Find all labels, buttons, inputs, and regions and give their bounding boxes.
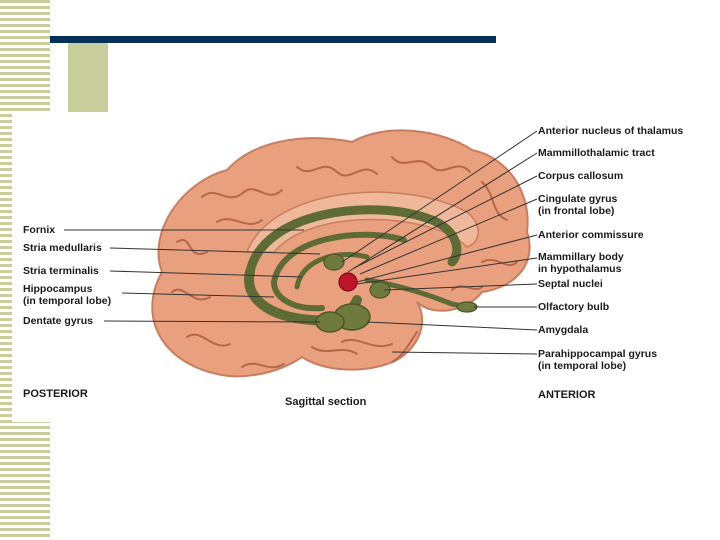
leader-lines-left xyxy=(64,229,321,323)
leader-lines-right xyxy=(341,130,538,355)
label-fornix: Fornix xyxy=(23,224,56,236)
decorative-olive-block xyxy=(68,40,108,118)
caption-anterior: ANTERIOR xyxy=(538,389,596,401)
label-olfactory-bulb: Olfactory bulb xyxy=(538,301,610,313)
label-anterior-nucleus: Anterior nucleus of thalamus xyxy=(538,125,684,137)
label-dentate-gyrus: Dentate gyrus xyxy=(23,315,94,327)
label-stria-terminalis: Stria terminalis xyxy=(23,265,99,277)
mammillary-body-shape xyxy=(338,272,358,292)
corpus-callosum-shape xyxy=(245,191,479,253)
caption-posterior: POSTERIOR xyxy=(23,388,88,400)
label-hippocampus: Hippocampus(in temporal lobe) xyxy=(23,283,112,307)
label-anterior-commissure: Anterior commissure xyxy=(538,229,644,241)
label-cingulate-gyrus: Cingulate gyrus(in frontal lobe) xyxy=(538,193,618,217)
label-mammillothalamic: Mammillothalamic tract xyxy=(538,147,655,159)
label-parahippocampal: Parahippocampal gyrus(in temporal lobe) xyxy=(538,348,658,372)
label-amygdala: Amygdala xyxy=(538,324,589,336)
label-corpus-callosum: Corpus callosum xyxy=(538,170,624,182)
caption-sagittal-section: Sagittal section xyxy=(285,396,367,408)
brain-illustration xyxy=(64,129,538,378)
hippocampus-shape xyxy=(315,311,345,333)
label-stria-medullaris: Stria medullaris xyxy=(23,242,102,254)
title-rule xyxy=(50,36,496,43)
brain-diagram: Fornix Stria medullaris Stria terminalis… xyxy=(12,112,720,422)
sulci xyxy=(171,156,518,369)
label-septal-nuclei: Septal nuclei xyxy=(538,278,603,290)
thalamus-shape xyxy=(323,253,345,271)
